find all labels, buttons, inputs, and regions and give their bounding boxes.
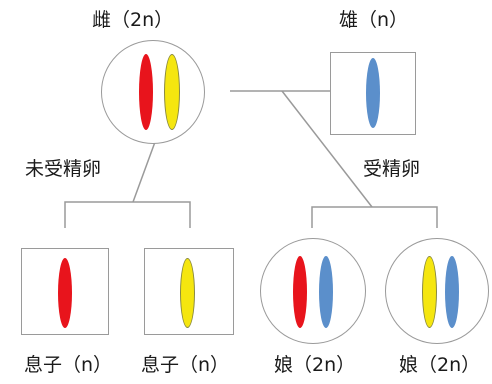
daughter2-label: 娘（2n） <box>399 354 481 376</box>
son1-red-chromosome <box>58 258 72 328</box>
son-bracket <box>64 201 191 228</box>
son2-yellow-chromosome <box>180 258 195 328</box>
daughter1-label: 娘（2n） <box>274 354 356 376</box>
son1-label: 息子（n） <box>24 354 113 376</box>
daughter1-cell <box>260 238 366 344</box>
mother-red-chromosome <box>139 54 153 130</box>
daughter2-blue-chromosome <box>445 256 459 328</box>
father-blue-chromosome <box>366 58 380 128</box>
mother-label: 雌（2n） <box>92 9 174 31</box>
son2-label: 息子（n） <box>141 354 230 376</box>
fertilized-diagonal <box>281 90 373 208</box>
daughter-bracket <box>311 206 438 228</box>
father-label: 雄（n） <box>339 9 409 31</box>
mother-yellow-chromosome <box>164 54 180 130</box>
unfertilized-label: 未受精卵 <box>25 158 102 180</box>
daughter2-yellow-chromosome <box>422 256 437 328</box>
daughter2-cell <box>385 238 489 344</box>
daughter1-red-chromosome <box>293 256 307 328</box>
mother-cell <box>101 40 205 144</box>
daughter1-blue-chromosome <box>319 256 333 328</box>
fertilized-label: 受精卵 <box>363 158 421 180</box>
unfertilized-diagonal <box>132 141 156 203</box>
